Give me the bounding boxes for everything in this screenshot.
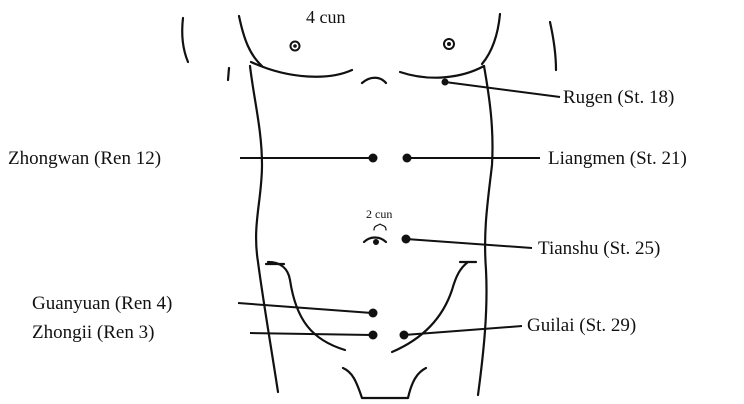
rugen-point [442,79,449,86]
guilai-leader [404,326,522,335]
right-arm-outline [550,22,556,70]
right-torso-side [478,66,493,395]
guilai-label: Guilai (St. 29) [527,316,636,335]
zhongii-label: Zhongii (Ren 3) [32,323,154,342]
zhongii-point [369,331,378,340]
tianshu-leader [406,239,532,248]
rugen-leader [445,82,560,97]
guilai-point [400,331,409,340]
guanyuan-leader [238,303,372,313]
measure-navel-label: 2 cun [366,208,392,220]
zhongwan-point [369,154,378,163]
zhongwan-label: Zhongwan (Ren 12) [8,149,161,168]
left-torso-side [250,66,278,392]
liangmen-label: Liangmen (St. 21) [548,149,687,168]
right-shoulder [482,14,500,64]
liangmen-point [403,154,412,163]
right-pectoral [400,66,484,78]
left-arm-outline [182,18,188,62]
rugen-label: Rugen (St. 18) [563,88,674,107]
sternum-notch [362,78,386,83]
measure-top-label: 4 cun [306,8,346,26]
navel-bracket [374,224,386,230]
left-pectoral [251,62,352,77]
tianshu-point [402,235,411,244]
left-shoulder [239,16,262,66]
left-arm-mark [228,68,229,80]
guanyuan-label: Guanyuan (Ren 4) [32,294,172,313]
tianshu-label: Tianshu (St. 25) [538,239,660,258]
navel-dot [373,239,379,245]
pubic-outline [343,368,426,398]
guanyuan-point [369,309,378,318]
